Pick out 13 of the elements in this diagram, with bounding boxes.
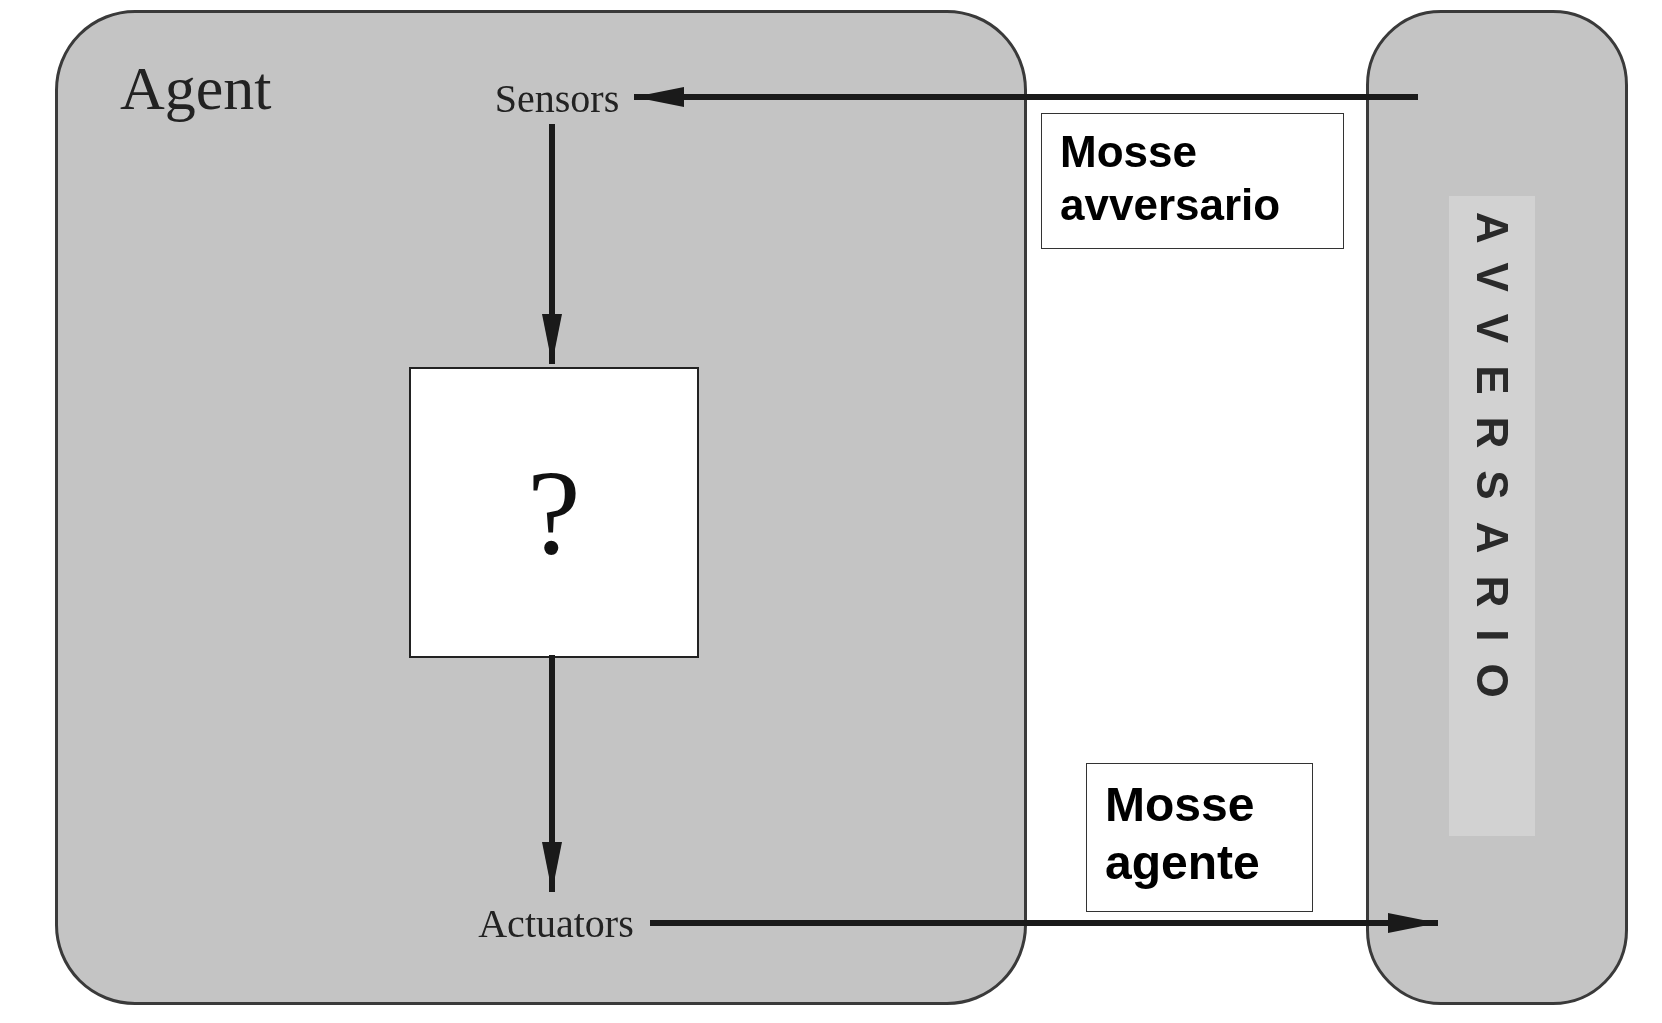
- note-box: Mosse agente: [1086, 763, 1313, 912]
- arrow: [542, 655, 562, 892]
- note-box: Mosse avversario: [1041, 113, 1344, 249]
- vertical-title: AVVERSARIO: [1449, 196, 1535, 836]
- opponent-panel: [1366, 10, 1628, 1005]
- actuators-label: Actuators: [459, 895, 653, 951]
- process-box: ?: [409, 367, 699, 658]
- arrow: [650, 913, 1438, 933]
- sensors-label: Sensors: [477, 69, 637, 127]
- arrow: [634, 87, 1418, 107]
- arrow: [542, 124, 562, 364]
- panel-heading: Agent: [120, 53, 272, 124]
- agent-panel: [55, 10, 1027, 1005]
